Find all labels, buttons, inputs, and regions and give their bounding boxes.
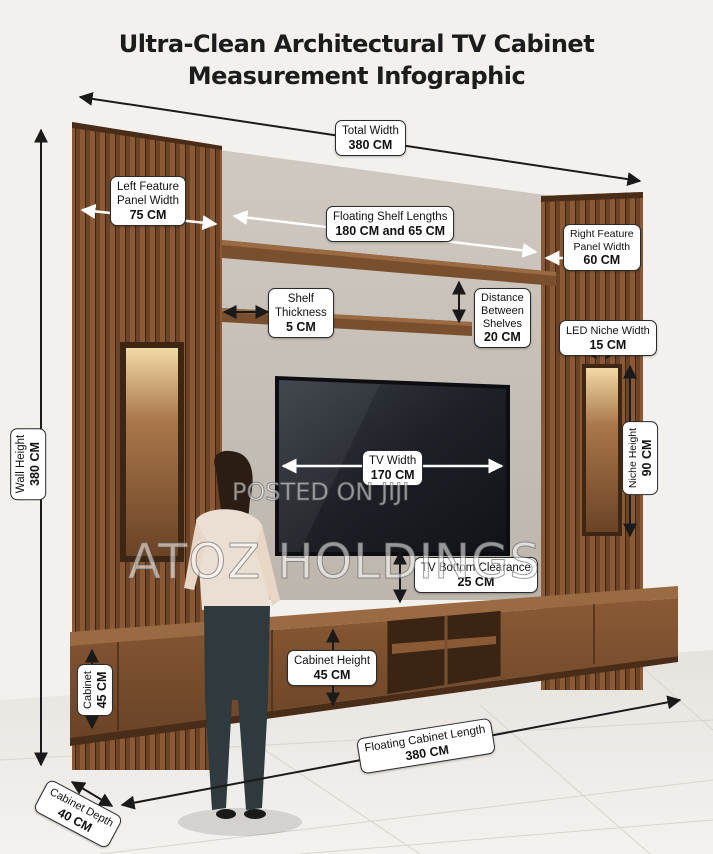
title-line-1: Ultra-Clean Architectural TV Cabinet <box>118 30 595 58</box>
brand-watermark: ATOZ HOLDINGS <box>128 534 541 591</box>
posted-watermark: POSTED ON JIJI <box>231 478 410 507</box>
title-line-2: Measurement Infographic <box>187 62 526 90</box>
cabinet-open-shelf <box>388 611 500 694</box>
cabinet-depth-arrow <box>70 781 114 807</box>
